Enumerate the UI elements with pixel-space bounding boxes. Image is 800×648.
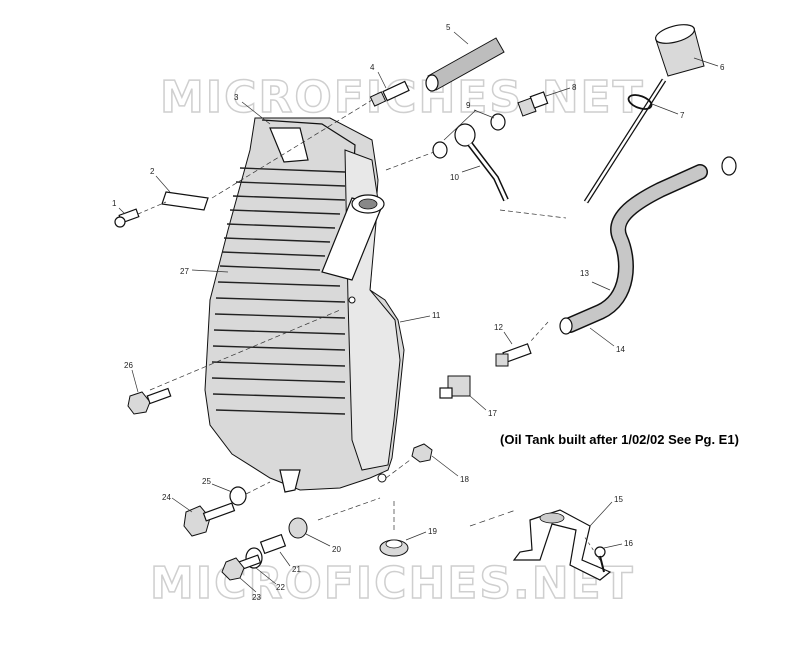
part-8-fitting bbox=[517, 91, 549, 117]
part-18-nut bbox=[411, 443, 433, 463]
callout-17: 17 bbox=[488, 409, 497, 418]
washer-top-right bbox=[721, 156, 737, 176]
assembly-lines bbox=[137, 99, 601, 561]
part-16-screw bbox=[594, 546, 606, 573]
callout-21: 21 bbox=[292, 565, 301, 574]
callout-14: 14 bbox=[616, 345, 625, 354]
callout-13: 13 bbox=[580, 269, 589, 278]
part-24-bolt bbox=[183, 502, 236, 537]
callout-6: 6 bbox=[720, 63, 725, 72]
callout-1: 1 bbox=[112, 199, 117, 208]
callout-15: 15 bbox=[614, 495, 623, 504]
revision-note: (Oil Tank built after 1/02/02 See Pg. E1… bbox=[500, 432, 739, 447]
callout-20: 20 bbox=[332, 545, 341, 554]
callout-12: 12 bbox=[494, 323, 503, 332]
callout-19: 19 bbox=[428, 527, 437, 536]
part-26-bolt bbox=[127, 387, 172, 415]
callout-4: 4 bbox=[370, 63, 375, 72]
callout-11: 11 bbox=[432, 311, 441, 320]
callout-26: 26 bbox=[124, 361, 133, 370]
part-5-hose bbox=[425, 37, 505, 92]
callout-24: 24 bbox=[162, 493, 171, 502]
part-10-banjo-fitting bbox=[454, 123, 509, 202]
callout-5: 5 bbox=[446, 23, 451, 32]
part-1-screw bbox=[114, 208, 140, 228]
part-9-washer-a bbox=[432, 141, 448, 159]
part-15-bracket bbox=[512, 509, 612, 581]
part-2-plate bbox=[161, 191, 209, 211]
callout-8: 8 bbox=[572, 83, 577, 92]
part-23-bolt bbox=[221, 554, 262, 581]
callout-18: 18 bbox=[460, 475, 469, 484]
callout-10: 10 bbox=[450, 173, 459, 182]
part-7-o-ring bbox=[627, 94, 653, 110]
part-20-bushing bbox=[288, 517, 308, 539]
part-9-washer-b bbox=[490, 113, 506, 131]
callout-22: 22 bbox=[276, 583, 285, 592]
callout-23: 23 bbox=[252, 593, 261, 602]
part-4-fitting bbox=[369, 80, 410, 107]
part-19-grommet bbox=[379, 539, 409, 557]
callout-9: 9 bbox=[466, 101, 471, 110]
callout-27: 27 bbox=[180, 267, 189, 276]
part-25-washer bbox=[229, 486, 247, 506]
part-12-fitting bbox=[495, 343, 532, 367]
part-17-sensor bbox=[439, 375, 471, 399]
callout-3: 3 bbox=[234, 93, 239, 102]
part-21-sleeve bbox=[259, 533, 287, 555]
watermark-top: MICROFICHES.NET bbox=[160, 72, 645, 123]
leader-lines bbox=[118, 31, 719, 593]
watermark-bottom: MICROFICHES.NET bbox=[150, 558, 635, 609]
part-14-hose-end bbox=[559, 317, 573, 335]
callout-25: 25 bbox=[202, 477, 211, 486]
part-6-dipstick-cap bbox=[583, 24, 705, 204]
callout-16: 16 bbox=[624, 539, 633, 548]
callout-2: 2 bbox=[150, 167, 155, 176]
callouts: 1 2 3 4 5 6 7 8 9 10 11 12 13 14 15 16 1… bbox=[112, 23, 725, 602]
oil-tank bbox=[204, 117, 405, 493]
callout-7: 7 bbox=[680, 111, 685, 120]
